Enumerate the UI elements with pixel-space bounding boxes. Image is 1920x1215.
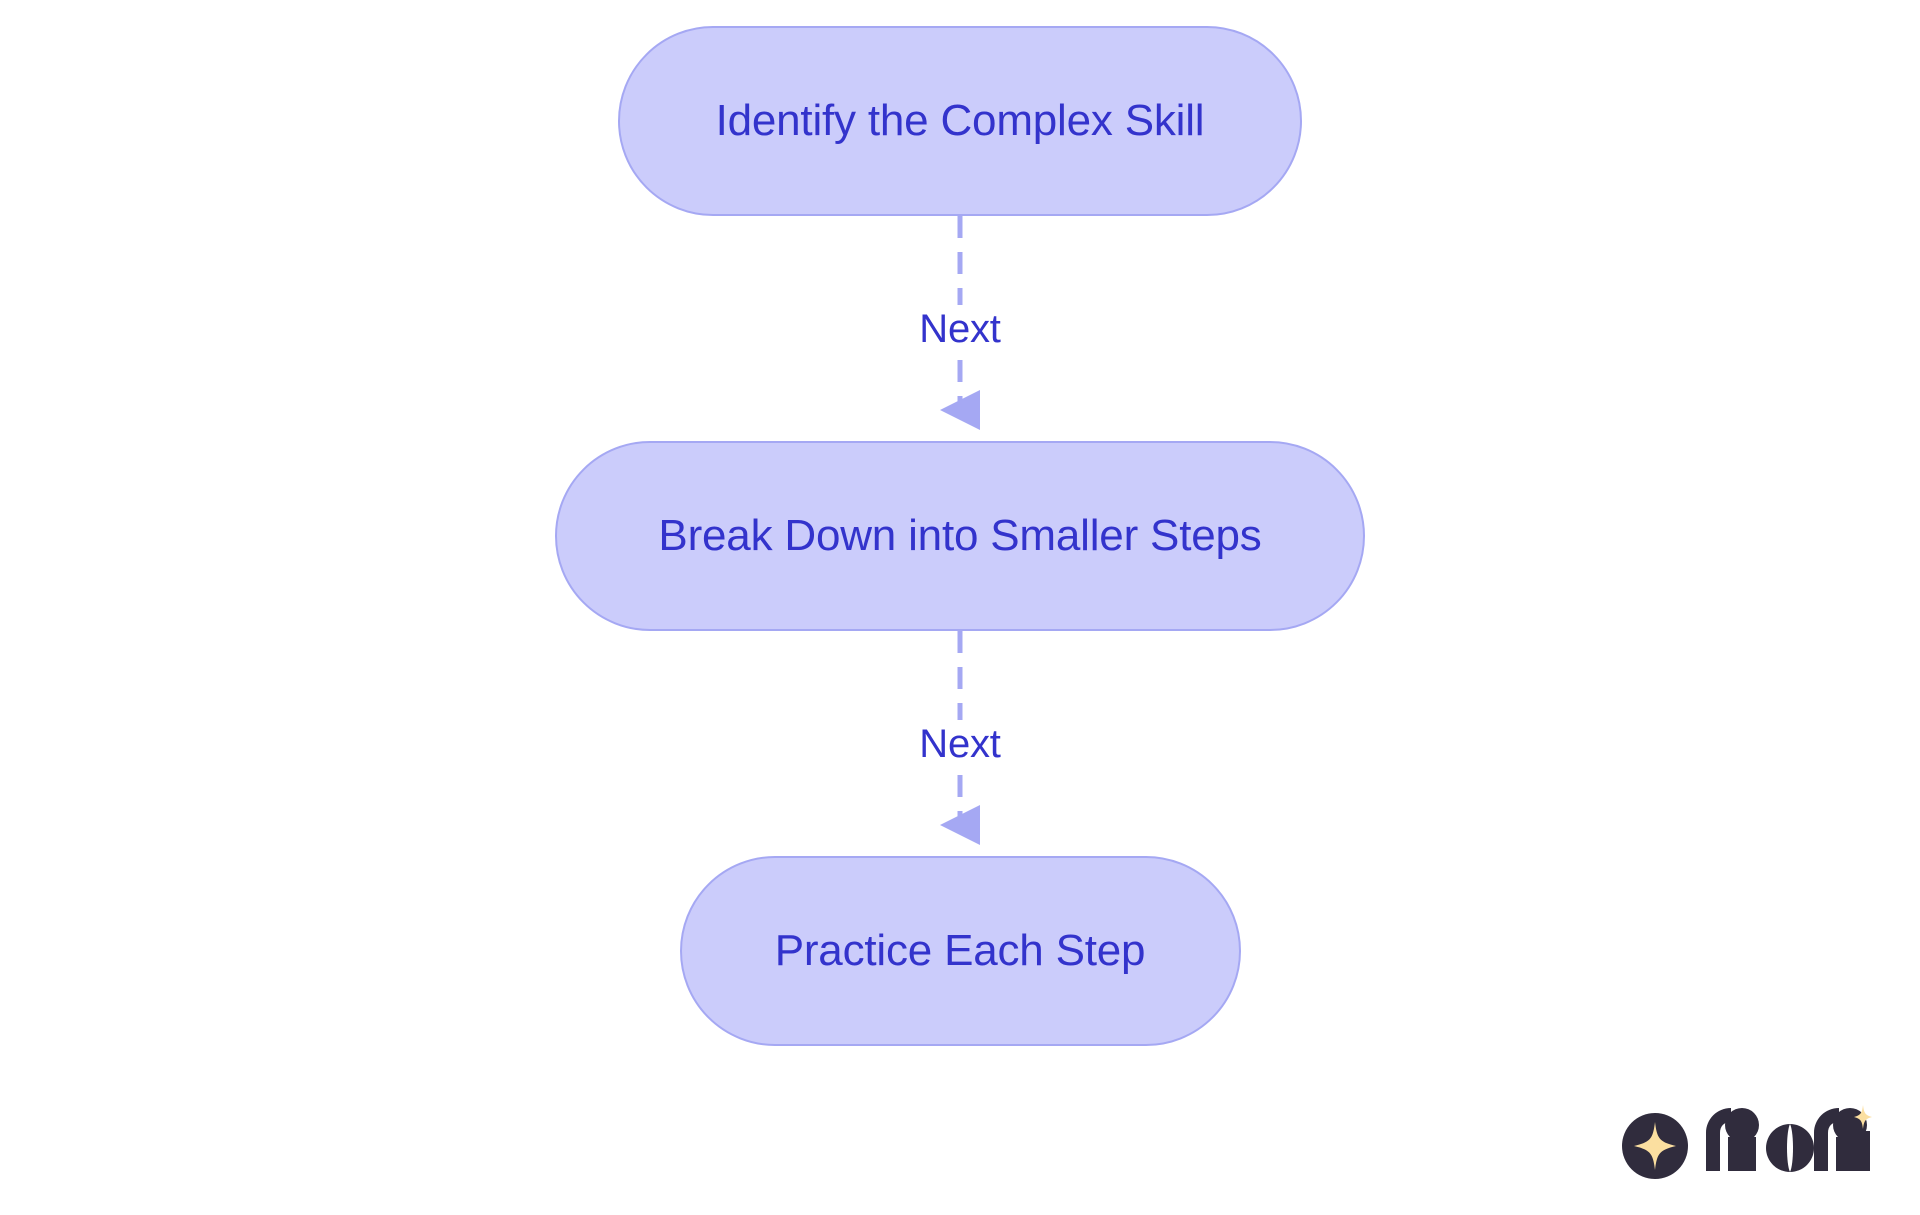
flow-edge-line xyxy=(940,216,980,430)
flow-edge-label: Next xyxy=(909,304,1011,353)
flow-node-break-down-into-smaller-steps[interactable]: Break Down into Smaller Steps xyxy=(555,441,1365,631)
flow-edge-line xyxy=(940,631,980,845)
flow-edge-label: Next xyxy=(909,719,1011,768)
flow-node-label: Practice Each Step xyxy=(774,926,1146,975)
rori-logo[interactable] xyxy=(1622,1105,1872,1179)
flow-edge-n2-n3[interactable]: Next xyxy=(830,631,1090,856)
sparkle-star-in-circle-icon xyxy=(1622,1113,1688,1179)
rori-wordmark xyxy=(1704,1105,1872,1179)
sparkle-star-icon xyxy=(1854,1105,1872,1129)
flow-node-practice-each-step[interactable]: Practice Each Step xyxy=(679,856,1241,1046)
flow-node-label: Identify the Complex Skill xyxy=(715,96,1205,145)
flow-node-identify-the-complex-skill[interactable]: Identify the Complex Skill xyxy=(618,26,1302,216)
flow-edge-n1-n2[interactable]: Next xyxy=(830,216,1090,441)
rori-wordmark-glyphs xyxy=(1706,1105,1872,1172)
flowchart: Identify the Complex Skill Next Break Do… xyxy=(555,26,1365,1046)
flow-node-label: Break Down into Smaller Steps xyxy=(658,511,1262,560)
